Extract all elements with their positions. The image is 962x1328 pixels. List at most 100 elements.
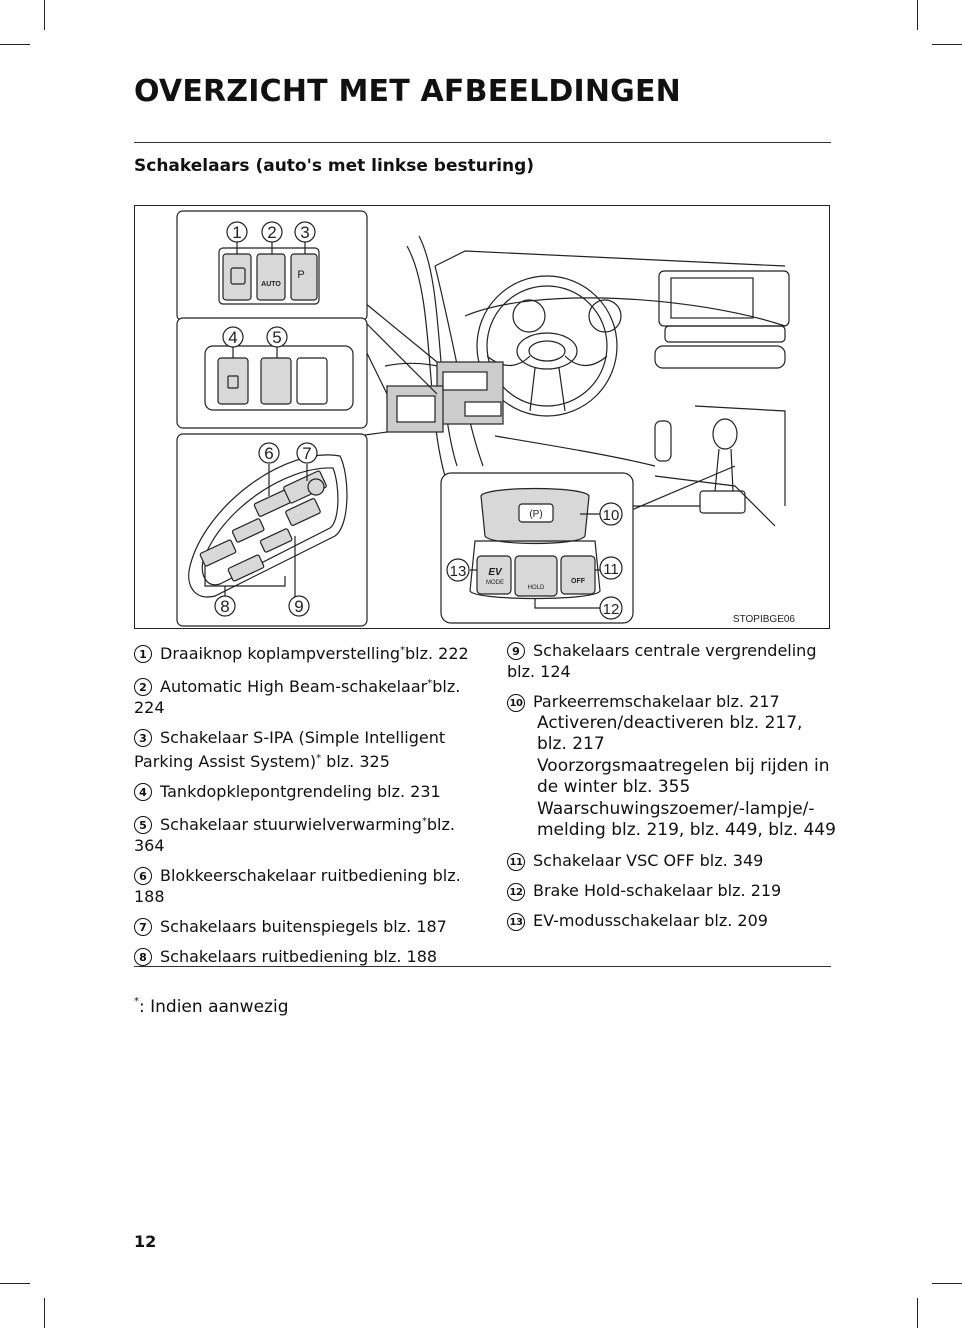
item-number: 6	[134, 867, 152, 885]
ev-mode-switch-13	[476, 555, 512, 595]
crop-mark	[44, 0, 45, 30]
auto-high-beam-switch-2	[256, 253, 286, 301]
title-divider	[134, 142, 831, 143]
footnote-star: *	[316, 753, 322, 764]
crop-mark	[932, 44, 962, 45]
footnote-star: *	[421, 816, 427, 827]
window-switch-8b	[227, 554, 265, 582]
list-item: 8 Schakelaars ruitbediening blz. 188	[134, 946, 474, 967]
callout-9: 9	[294, 597, 303, 616]
off-label: OFF	[571, 578, 586, 585]
item-number: 2	[134, 678, 152, 696]
item-text: Tankdopklepontgrendeling blz. 231	[160, 782, 441, 801]
brake-hold-switch-12	[514, 555, 558, 597]
figure-code: STOPIBGE06	[732, 614, 795, 625]
item-text: Parkeerremschakelaar blz. 217	[533, 692, 780, 711]
ev-label: EV	[488, 567, 503, 578]
list-item: 2 Automatic High Beam-schakelaar*blz. 224	[134, 673, 474, 718]
callout-11: 11	[603, 561, 619, 578]
callout-6: 6	[264, 444, 273, 463]
item-subline: Voorzorgsmaatregelen bij rijden in de wi…	[537, 756, 830, 797]
callout-4: 4	[228, 328, 237, 347]
callout-3: 3	[300, 223, 309, 242]
list-divider	[134, 966, 831, 967]
item-number: 1	[134, 645, 152, 663]
item-number: 9	[507, 642, 525, 660]
page-title: OVERZICHT MET AFBEELDINGEN	[134, 74, 681, 109]
callout-12: 12	[603, 601, 620, 618]
parking-brake-switch-10	[518, 503, 554, 523]
item-number: 12	[507, 883, 525, 901]
window-switch-8a	[199, 539, 237, 567]
steering-wheel	[476, 275, 618, 417]
list-item: 12 Brake Hold-schakelaar blz. 219	[507, 880, 837, 901]
item-text: EV-modusschakelaar blz. 209	[533, 911, 768, 930]
item-number: 5	[134, 816, 152, 834]
item-page: blz. 364	[134, 815, 455, 855]
gear-knob	[712, 418, 738, 450]
section-title: Schakelaars (auto's met linkse besturing…	[134, 156, 535, 176]
callout-7: 7	[302, 444, 311, 463]
callout-13: 13	[450, 563, 467, 580]
crop-mark	[44, 1298, 45, 1328]
item-text: Automatic High Beam-schakelaar	[160, 677, 428, 696]
item-number: 7	[134, 918, 152, 936]
item-text: Brake Hold-schakelaar blz. 219	[533, 881, 782, 900]
item-number: 3	[134, 729, 152, 747]
footnote-star: *	[134, 996, 139, 1007]
crop-mark	[917, 0, 918, 30]
item-number: 11	[507, 853, 525, 871]
item-number: 10	[507, 694, 525, 712]
footnote: *: Indien aanwezig	[134, 996, 288, 1017]
footnote-star: *	[427, 678, 433, 689]
callout-5: 5	[272, 328, 281, 347]
s-ipa-switch-3	[290, 253, 318, 301]
item-text: Draaiknop koplampverstelling	[160, 644, 400, 663]
footnote-text: : Indien aanwezig	[139, 997, 289, 1017]
list-item: 7 Schakelaars buitenspiegels blz. 187	[134, 916, 474, 937]
item-page: blz. 325	[326, 752, 390, 771]
vsc-off-switch-11	[560, 555, 596, 595]
switches-illustration: 1 2 3 4 5 6 7 8 9 10 11 12 13 AUTO P (P)…	[134, 205, 830, 629]
page-number: 12	[134, 1232, 157, 1251]
list-item: 11 Schakelaar VSC OFF blz. 349	[507, 850, 837, 871]
callout-1: 1	[232, 223, 241, 242]
dashboard-drawing: 1 2 3 4 5 6 7 8 9 10 11 12 13 AUTO P (P)…	[176, 210, 790, 627]
crop-mark	[0, 1283, 30, 1284]
callout-8: 8	[220, 597, 229, 616]
mode-label: MODE	[486, 580, 504, 586]
callout-2: 2	[267, 223, 276, 242]
crop-mark	[917, 1298, 918, 1328]
item-text: Schakelaars buitenspiegels blz. 187	[160, 917, 447, 936]
item-text: Schakelaars ruitbediening blz. 188	[160, 947, 438, 966]
item-text: Schakelaars centrale vergrendeling blz. …	[507, 641, 817, 681]
crop-mark	[0, 44, 30, 45]
item-number: 13	[507, 913, 525, 931]
item-number: 4	[134, 783, 152, 801]
list-item: 10 Parkeerremschakelaar blz. 217 Activere…	[507, 691, 837, 841]
footnote-star: *	[400, 645, 405, 656]
auto-label: AUTO	[261, 281, 281, 288]
headlamp-knob-1	[222, 253, 252, 301]
p-label: P	[297, 269, 304, 281]
item-text: Schakelaar S-IPA (Simple Intelligent Par…	[134, 728, 446, 771]
fuel-door-opener-4	[217, 357, 249, 405]
item-page: blz. 224	[134, 677, 461, 717]
item-text: Blokkeerschakelaar ruitbediening blz. 18…	[134, 866, 461, 906]
heated-wheel-switch-5	[260, 357, 292, 405]
item-number: 8	[134, 948, 152, 966]
item-page: blz. 222	[405, 644, 469, 663]
item-subline: Activeren/deactiveren blz. 217, blz. 217	[537, 713, 803, 754]
hold-label: HOLD	[528, 585, 545, 591]
list-item: 13 EV-modusschakelaar blz. 209	[507, 910, 837, 931]
item-text: Schakelaar VSC OFF blz. 349	[533, 851, 764, 870]
list-item: 4 Tankdopklepontgrendeling blz. 231	[134, 781, 474, 802]
callout-10: 10	[603, 507, 620, 524]
list-item: 1 Draaiknop koplampverstelling*blz. 222	[134, 640, 474, 664]
